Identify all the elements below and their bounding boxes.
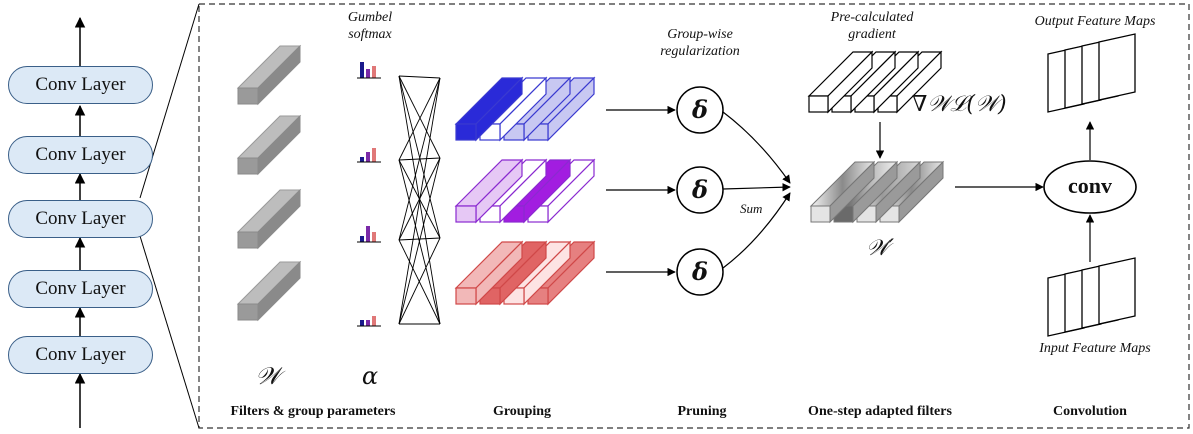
- w-prime-symbol: 𝒲′: [865, 236, 895, 261]
- gumbel-label-line1: Gumbel: [347, 10, 393, 25]
- alpha-bars-3: [357, 226, 381, 243]
- delta-circle-2: [676, 166, 724, 214]
- delta-symbol-1: δ: [691, 95, 709, 124]
- delta-symbol-3: δ: [691, 257, 709, 286]
- conv-label: conv: [1068, 173, 1112, 198]
- group-blue: [454, 76, 596, 142]
- alpha-bars-1: [357, 62, 381, 79]
- section-grouping: Grouping: [492, 404, 552, 419]
- output-maps-label: Output Feature Maps: [1034, 14, 1156, 29]
- input-map-4: [1098, 257, 1136, 325]
- conv-ellipse: [1043, 160, 1137, 214]
- gumbel-label-line2: softmax: [348, 27, 392, 42]
- gumbel-bar-charts: [357, 62, 381, 327]
- gradient-expression: ∇𝒲ℒ(𝒲): [912, 92, 1007, 117]
- filter-prism-1: [236, 44, 302, 106]
- group-purple: [454, 158, 596, 224]
- gradient-filter-1: [807, 50, 874, 114]
- filter-prisms: [236, 44, 302, 322]
- conv-layer-2: Conv Layer: [8, 136, 153, 174]
- precalc-label-line1: Pre-calculated: [830, 10, 914, 25]
- filter-prism-4: [236, 260, 302, 322]
- w-symbol: 𝒲: [255, 362, 281, 390]
- output-map-4: [1098, 33, 1136, 101]
- section-filters: Filters & group parameters: [230, 404, 396, 419]
- arrow-delta2-to-sum: [722, 183, 791, 192]
- zoom-line-bottom: [139, 235, 200, 429]
- group-red-filter-1: [454, 240, 524, 306]
- delta-circle-1: [676, 86, 724, 134]
- assignment-lines: [398, 75, 441, 325]
- gradient-filters: [807, 50, 943, 114]
- filter-prism-3: [236, 188, 302, 250]
- alpha-bars-2: [357, 148, 381, 163]
- dashed-frame: [198, 3, 1190, 429]
- zoom-line-top: [139, 3, 200, 199]
- input-feature-maps: [1047, 257, 1136, 337]
- alpha-bars-4: [357, 316, 381, 327]
- conv-layer-3: Conv Layer: [8, 200, 153, 238]
- arrow-delta3-to-sum: [722, 192, 791, 269]
- group-purple-filter-1: [454, 158, 524, 224]
- groupwise-label-line2: regularization: [660, 44, 740, 59]
- section-pruning: Pruning: [677, 404, 727, 419]
- section-convolution: Convolution: [1053, 404, 1127, 419]
- groupwise-label-line1: Group-wise: [667, 27, 733, 42]
- conv-layer-5: Conv Layer: [8, 336, 153, 374]
- adapted-filter-1: [809, 160, 876, 224]
- filter-groups: [454, 76, 596, 306]
- precalc-label-line2: gradient: [848, 27, 896, 42]
- sum-label: Sum: [740, 201, 763, 216]
- conv-layer-1: Conv Layer: [8, 66, 153, 104]
- output-feature-maps: [1047, 33, 1136, 113]
- conv-layer-4: Conv Layer: [8, 270, 153, 308]
- arrow-delta1-to-sum: [722, 111, 791, 184]
- alpha-symbol: α: [361, 362, 379, 390]
- input-maps-label: Input Feature Maps: [1039, 341, 1151, 356]
- group-red: [454, 240, 596, 306]
- section-adapted: One-step adapted filters: [808, 404, 952, 419]
- group-blue-filter-1: [454, 76, 524, 142]
- filter-prism-2: [236, 114, 302, 176]
- delta-circle-3: [676, 248, 724, 296]
- delta-symbol-2: δ: [691, 175, 709, 204]
- adapted-filters: [809, 160, 945, 224]
